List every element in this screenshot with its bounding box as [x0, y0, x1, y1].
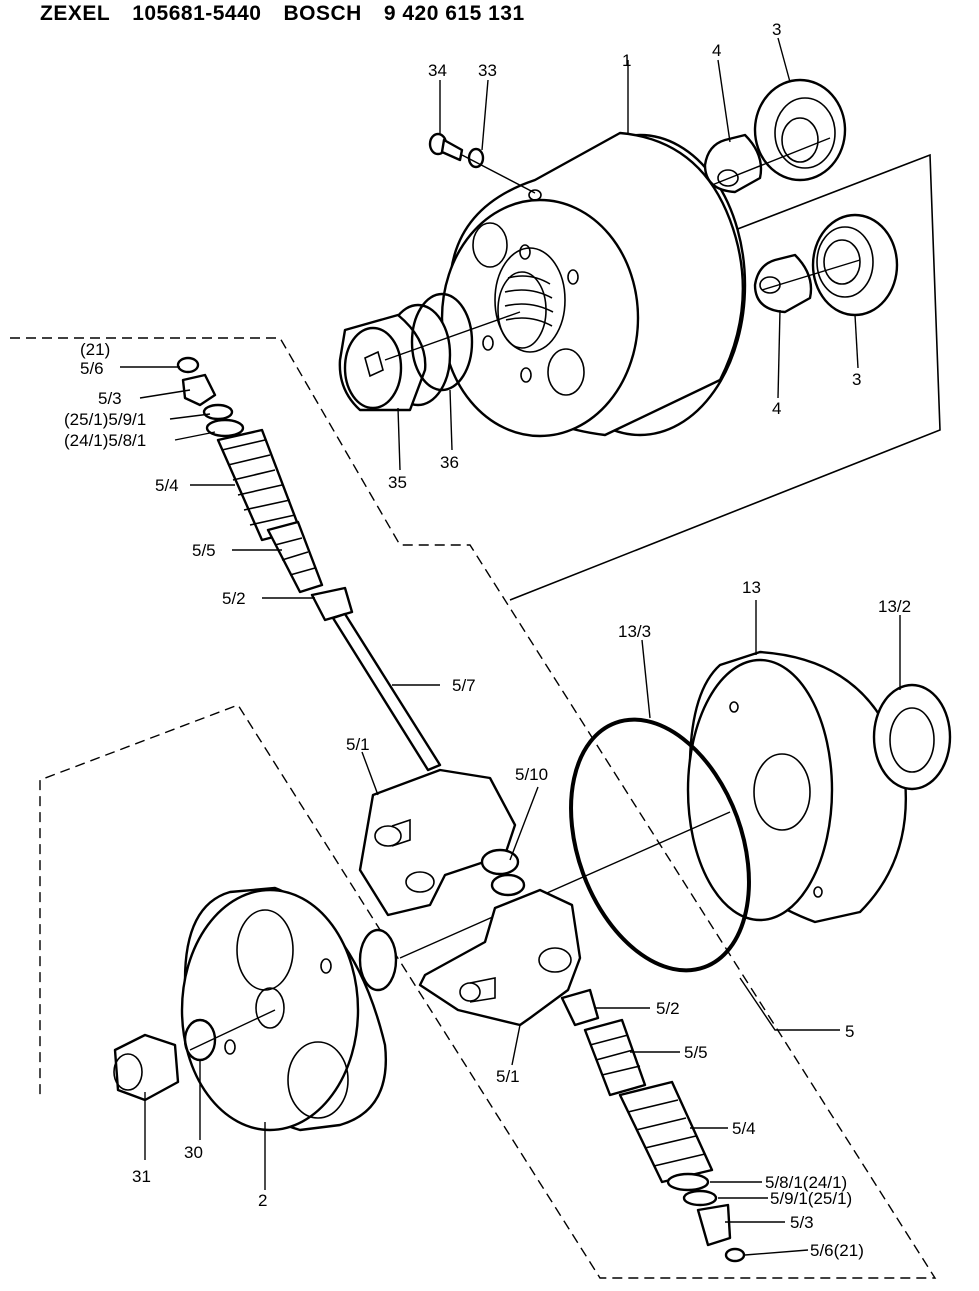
label-13: 13 [742, 578, 761, 597]
label-2: 2 [258, 1191, 267, 1210]
label-1: 1 [622, 51, 631, 70]
label-5-4-upper: 5/4 [155, 476, 179, 495]
label-5-3-upper: 5/3 [98, 389, 122, 408]
label-34: 34 [428, 61, 447, 80]
label-5-5-upper: 5/5 [192, 541, 216, 560]
pump-housing [440, 131, 747, 438]
label-5-2-lower: 5/2 [656, 999, 680, 1018]
leader-lines [120, 37, 901, 1256]
o-ring-13-3 [569, 717, 751, 973]
label-30: 30 [184, 1143, 203, 1162]
plug-35 [338, 303, 452, 412]
label-4-upper: 4 [712, 41, 721, 60]
label-13-2: 13/2 [878, 597, 911, 616]
label-5-1-upper: 5/1 [346, 735, 370, 754]
seal-13-2 [872, 683, 952, 791]
label-5-9-1-lower: 5/9/1(25/1) [770, 1189, 852, 1208]
label-4-lower: 4 [772, 399, 781, 418]
cover-13 [686, 650, 907, 924]
valve-assembly-dashed-frame [10, 337, 937, 1279]
plug-3-lower [811, 213, 899, 317]
screw-34 [428, 132, 464, 162]
carrier-5-1-upper [358, 768, 517, 917]
label-35: 35 [388, 473, 407, 492]
zexel-part-number: 105681-5440 [132, 2, 262, 25]
label-5: 5 [845, 1022, 854, 1041]
label-5-8-1-lower: 5/8/1(24/1) [765, 1173, 847, 1192]
label-5-8-1-upper: (24/1)5/8/1 [64, 431, 146, 450]
drive-plate-2 [180, 886, 398, 1132]
plug-3-upper [753, 78, 847, 182]
label-21-upper: (21) [80, 340, 110, 359]
label-5-10: 5/10 [515, 765, 548, 784]
plug-4-upper [703, 133, 763, 194]
label-5-9-1-upper: (25/1)5/9/1 [64, 410, 146, 429]
label-5-2-upper: 5/2 [222, 589, 246, 608]
upper-valve-stack [176, 356, 442, 772]
label-3-lower: 3 [852, 370, 861, 389]
nut-31 [113, 1033, 180, 1102]
label-13-3: 13/3 [618, 622, 651, 641]
label-5-5-lower: 5/5 [684, 1043, 708, 1062]
label-5-6-upper: 5/6 [80, 359, 104, 378]
carrier-5-1-lower [418, 888, 582, 1027]
label-36: 36 [440, 453, 459, 472]
label-5-6-lower: 5/6(21) [810, 1241, 864, 1260]
label-31: 31 [132, 1167, 151, 1186]
plunger-5-10 [480, 848, 526, 897]
label-5-7: 5/7 [452, 676, 476, 695]
part-labels: 34 33 1 4 3 3 4 35 36 (21) 5/6 5/3 (25/1… [64, 20, 911, 1260]
upper-group-frame [509, 153, 941, 601]
label-5-1-lower: 5/1 [496, 1067, 520, 1086]
bosch-part-number: 9 420 615 131 [383, 2, 525, 25]
drawing-header: ZEXEL 105681-5440 BOSCH 9 420 615 131 [40, 2, 547, 26]
label-33: 33 [478, 61, 497, 80]
brand-bosch: BOSCH [283, 2, 362, 25]
brand-zexel: ZEXEL [40, 2, 111, 25]
lower-valve-stack [560, 988, 746, 1263]
o-ring-36 [410, 292, 474, 392]
label-5-4-lower: 5/4 [732, 1119, 756, 1138]
label-3-upper: 3 [772, 20, 781, 39]
label-5-3-lower: 5/3 [790, 1213, 814, 1232]
